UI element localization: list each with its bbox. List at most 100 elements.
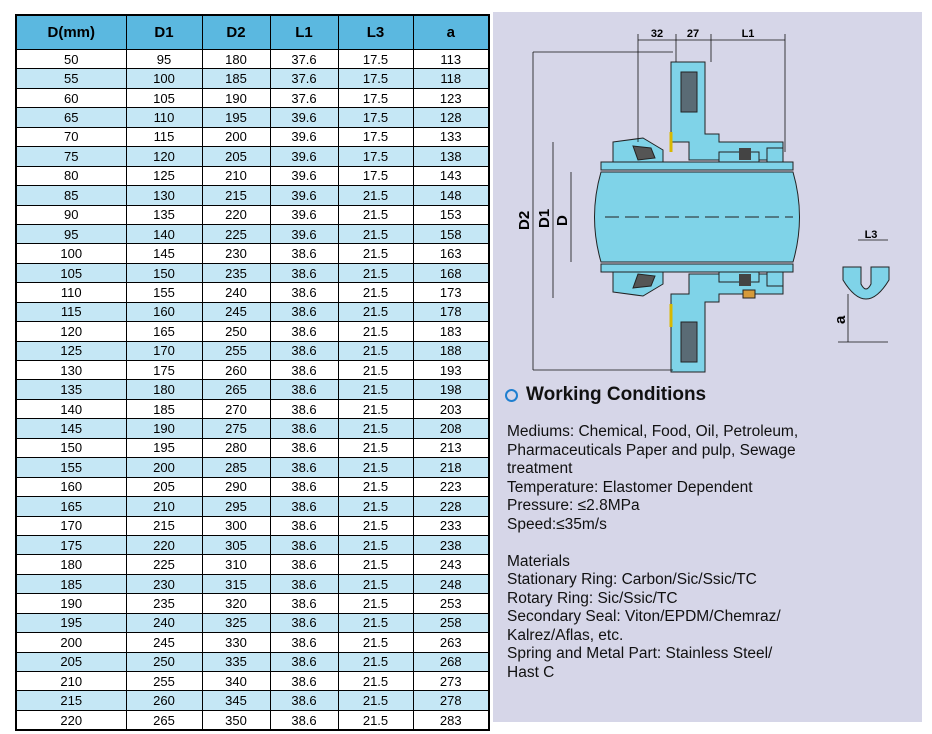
table-cell: 295: [201, 496, 271, 517]
table-cell: 100: [125, 68, 203, 89]
column-header: a: [412, 14, 490, 50]
table-cell: 240: [201, 282, 271, 303]
table-cell: 228: [412, 496, 490, 517]
table-cell: 310: [201, 554, 271, 575]
column-header: D1: [125, 14, 203, 50]
ring-detail: [842, 266, 890, 300]
table-cell: 38.6: [269, 515, 339, 536]
table-cell: 38.6: [269, 359, 339, 381]
table-cell: 38.6: [269, 651, 339, 673]
table-cell: 17.5: [337, 87, 414, 109]
table-cell: 38.6: [269, 496, 339, 517]
shaft: [594, 171, 800, 263]
table-cell: 38.6: [269, 379, 339, 400]
table-cell: 38.6: [269, 301, 339, 323]
table-cell: 38.6: [269, 340, 339, 362]
dim-label-D2: D2: [516, 211, 533, 230]
table-cell: 335: [201, 651, 271, 673]
table-cell: 215: [201, 185, 271, 206]
table-cell: 205: [125, 476, 203, 498]
table-cell: 21.5: [337, 554, 414, 575]
table-cell: 21.5: [337, 340, 414, 362]
table-cell: 285: [201, 457, 271, 478]
table-cell: 265: [125, 709, 203, 731]
table-cell: 220: [125, 534, 203, 556]
table-cell: 17.5: [337, 165, 414, 187]
table-cell: 163: [412, 243, 490, 264]
table-cell: 38.6: [269, 612, 339, 634]
table-cell: 38.6: [269, 554, 339, 575]
table-cell: 21.5: [337, 709, 414, 731]
table-cell: 200: [125, 457, 203, 478]
table-cell: 190: [15, 593, 127, 614]
table-cell: 70: [15, 126, 127, 148]
table-cell: 305: [201, 534, 271, 556]
table-cell: 290: [201, 476, 271, 498]
table-cell: 110: [15, 282, 127, 303]
table-cell: 145: [15, 418, 127, 439]
table-cell: 95: [125, 48, 203, 70]
table-cell: 180: [201, 48, 271, 70]
table-cell: 185: [125, 398, 203, 420]
condition-line: Rotary Ring: Sic/Ssic/TC: [507, 589, 678, 607]
table-cell: 21.5: [337, 301, 414, 323]
table-cell: 165: [125, 321, 203, 342]
table-cell: 21.5: [337, 398, 414, 420]
table-cell: 21.5: [337, 534, 414, 556]
table-cell: 255: [201, 340, 271, 362]
table-cell: 263: [412, 632, 490, 653]
table-cell: 135: [15, 379, 127, 400]
condition-line: Mediums: Chemical, Food, Oil, Petroleum,: [507, 423, 799, 440]
table-cell: 21.5: [337, 670, 414, 692]
table-cell: 115: [125, 126, 203, 148]
gland-upper: [669, 61, 784, 161]
table-cell: 183: [412, 321, 490, 342]
table-cell: 21.5: [337, 282, 414, 303]
table-cell: 170: [15, 515, 127, 536]
table-cell: 140: [15, 398, 127, 420]
table-cell: 193: [412, 359, 490, 381]
table-cell: 225: [201, 223, 271, 245]
column-header: D2: [201, 14, 271, 50]
table-cell: 39.6: [269, 223, 339, 245]
table-cell: 21.5: [337, 612, 414, 634]
table-cell: 168: [412, 262, 490, 284]
table-cell: 175: [15, 534, 127, 556]
table-cell: 258: [412, 612, 490, 634]
table-cell: 275: [201, 418, 271, 439]
table-cell: 38.6: [269, 457, 339, 478]
table-cell: 65: [15, 107, 127, 128]
table-cell: 118: [412, 68, 490, 89]
table-cell: 90: [15, 204, 127, 225]
table-cell: 205: [15, 651, 127, 673]
table-cell: 230: [201, 243, 271, 264]
table-cell: 250: [125, 651, 203, 673]
table-cell: 39.6: [269, 146, 339, 167]
table-cell: 270: [201, 398, 271, 420]
table-cell: 220: [15, 709, 127, 731]
table-cell: 21.5: [337, 651, 414, 673]
table-cell: 190: [201, 87, 271, 109]
table-cell: 213: [412, 437, 490, 459]
table-cell: 340: [201, 670, 271, 692]
dim-label-L3: L3: [865, 229, 878, 241]
condition-line: Speed:≤35m/s: [507, 515, 607, 533]
table-cell: 37.6: [269, 68, 339, 89]
table-cell: 17.5: [337, 48, 414, 70]
table-cell: 200: [15, 632, 127, 653]
condition-line: Spring and Metal Part: Stainless Steel/: [507, 645, 773, 662]
table-cell: 273: [412, 670, 490, 692]
table-cell: 21.5: [337, 243, 414, 264]
table-cell: 95: [15, 223, 127, 245]
